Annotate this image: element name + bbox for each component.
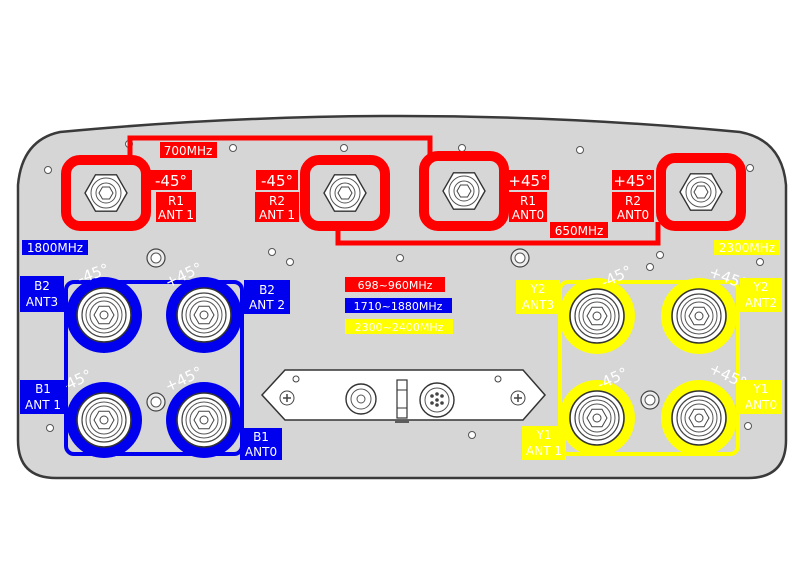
connector-b2-ant3 — [76, 287, 132, 343]
frequency-legend: 698~960MHz 1710~1880MHz 2300~2400MHz — [345, 277, 453, 334]
band-label-700: 700MHz — [164, 144, 213, 158]
band-label-1800: 1800MHz — [27, 241, 83, 255]
port-name-r1-ant1: R1 — [168, 194, 184, 208]
ant-label-b2-ant3: ANT3 — [26, 295, 58, 309]
aisg-connector-right — [419, 382, 455, 418]
control-plate — [260, 369, 546, 423]
yellow-band-group: 2300MHz -45° +45° -45° +45° Y2 ANT3 Y2 A… — [516, 240, 782, 460]
connector-b1-ant0 — [176, 392, 232, 448]
ant-label-r2-ant1: ANT 1 — [259, 208, 295, 222]
ant-label-b2-ant2: ANT 2 — [249, 298, 285, 312]
band-label-650: 650MHz — [555, 224, 604, 238]
port-name-b1-ant1: B1 — [35, 382, 51, 396]
connector-y2-ant3 — [569, 288, 625, 344]
connector-y1-ant1 — [569, 390, 625, 446]
port-name-r2-ant0: R2 — [625, 194, 641, 208]
aisg-connector-left — [345, 383, 377, 415]
ant-label-y2-ant2: ANT2 — [745, 296, 777, 310]
plate-screw-left — [279, 390, 295, 406]
legend-yellow: 2300~2400MHz — [355, 321, 444, 334]
port-name-y1-ant0: Y1 — [753, 382, 769, 396]
port-name-y1-ant1: Y1 — [536, 428, 552, 442]
red-band-group: 700MHz 650MHz -45° R1 ANT 1 -45° R2 ANT … — [61, 135, 746, 246]
port-name-r2-ant1: R2 — [269, 194, 285, 208]
port-name-y2-ant2: Y2 — [753, 280, 769, 294]
ant-label-r2-ant0: ANT0 — [617, 208, 649, 222]
connector-y2-ant2 — [671, 288, 727, 344]
pol-label-r2-ant0: +45° — [613, 172, 652, 190]
pol-label-r2-ant1: -45° — [261, 172, 293, 190]
plate-screw-right — [510, 390, 526, 406]
screw-center — [510, 248, 530, 268]
legend-red: 698~960MHz — [358, 279, 433, 292]
port-name-r1-ant0: R1 — [520, 194, 536, 208]
red-feed-line — [127, 135, 661, 246]
screw-left-upper — [146, 248, 166, 268]
screw-left-lower — [146, 392, 166, 412]
ant-label-r1-ant0: ANT0 — [512, 208, 544, 222]
pol-label-r1-ant1: -45° — [155, 172, 187, 190]
ant-label-y2-ant3: ANT3 — [522, 298, 554, 312]
ant-label-b1-ant0: ANT0 — [245, 445, 277, 459]
status-indicator — [395, 379, 409, 423]
ant-label-b1-ant1: ANT 1 — [25, 398, 61, 412]
ant-label-y1-ant0: ANT0 — [745, 398, 777, 412]
pol-label-r1-ant0: +45° — [508, 172, 547, 190]
ant-label-y1-ant1: ANT 1 — [526, 444, 562, 458]
legend-blue: 1710~1880MHz — [354, 300, 443, 313]
ant-label-r1-ant1: ANT 1 — [158, 208, 194, 222]
port-name-b1-ant0: B1 — [253, 430, 269, 444]
screw-right-lower — [640, 390, 660, 410]
connector-b1-ant1 — [76, 392, 132, 448]
port-name-b2-ant2: B2 — [259, 283, 275, 297]
blue-band-group: 1800MHz -45° +45° -45° +45° B2 ANT3 B2 A… — [20, 240, 290, 460]
port-name-y2-ant3: Y2 — [530, 282, 546, 296]
connector-b2-ant2 — [176, 287, 232, 343]
band-label-2300: 2300MHz — [719, 241, 775, 255]
port-name-b2-ant3: B2 — [34, 279, 50, 293]
connector-y1-ant0 — [671, 390, 727, 446]
